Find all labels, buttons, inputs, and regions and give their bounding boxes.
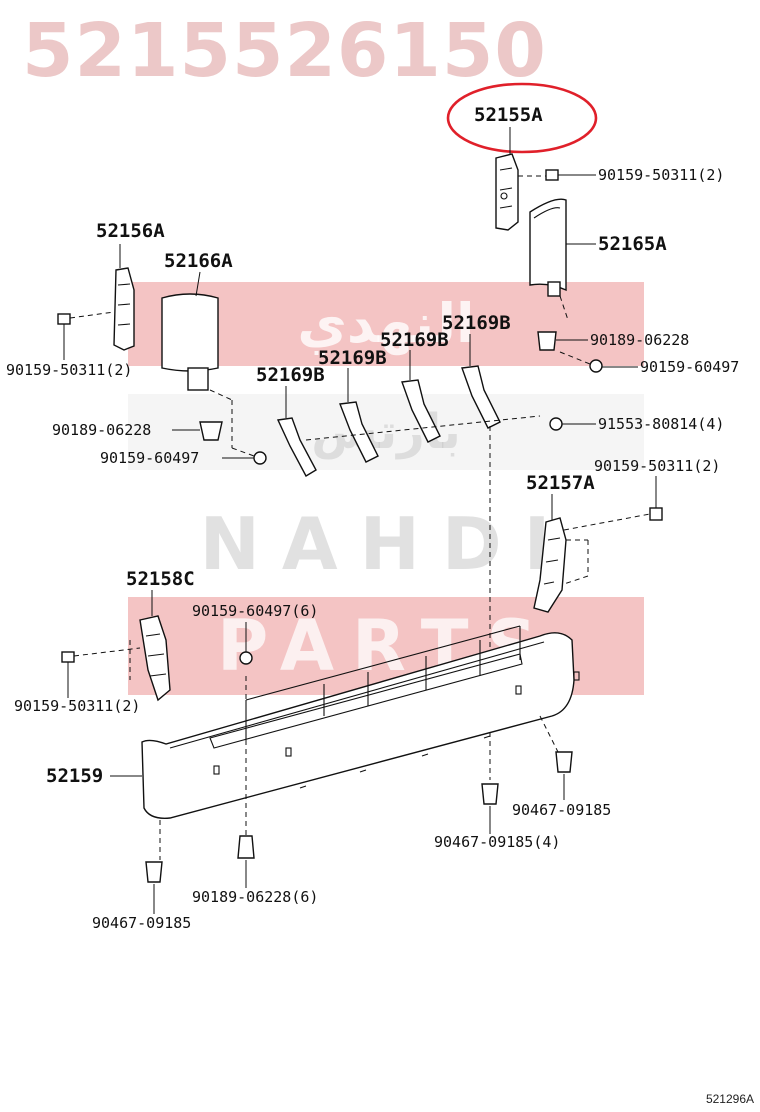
watermark-arabic-text: النهدي <box>297 292 475 355</box>
part-52169B-drawing <box>276 365 501 477</box>
bolt-icon <box>57 311 115 325</box>
highlight-ellipse <box>446 82 598 154</box>
label-52158C[interactable]: 52158C <box>126 568 195 590</box>
part-52165A-drawing <box>529 198 567 297</box>
label-52169B-a[interactable]: 52169B <box>256 364 325 386</box>
screw-icon <box>239 651 253 665</box>
label-90189-06228-right[interactable]: 90189-06228 <box>590 331 690 349</box>
watermark-brand: NAHDI <box>199 502 573 586</box>
screw-icon <box>549 417 563 431</box>
label-52155A[interactable]: 52155A <box>474 104 543 126</box>
label-52156A[interactable]: 52156A <box>96 220 165 242</box>
label-90467-09185-right[interactable]: 90467-09185 <box>512 801 612 819</box>
label-90159-60497-right[interactable]: 90159-60497 <box>640 358 740 376</box>
part-52157A-drawing <box>533 517 567 613</box>
label-52169B-c[interactable]: 52169B <box>380 329 449 351</box>
label-52169B-d[interactable]: 52169B <box>442 312 511 334</box>
clip-icon <box>481 783 499 805</box>
label-52169B-b[interactable]: 52169B <box>318 347 387 369</box>
label-90159-50311-2-right[interactable]: 90159-50311(2) <box>594 457 721 475</box>
clip-icon <box>555 751 573 773</box>
label-90159-60497-left[interactable]: 90159-60497 <box>100 449 200 467</box>
label-90159-60497-6[interactable]: 90159-60497(6) <box>192 602 319 620</box>
label-90159-50311-2-left[interactable]: 90159-50311(2) <box>6 361 133 379</box>
clip-icon <box>537 331 557 351</box>
label-90159-50311-2-top[interactable]: 90159-50311(2) <box>598 166 725 184</box>
label-52157A[interactable]: 52157A <box>526 472 595 494</box>
clip-icon <box>199 421 223 441</box>
label-90467-09185-4[interactable]: 90467-09185(4) <box>434 833 561 851</box>
clip-icon <box>237 835 255 859</box>
label-90189-06228-6[interactable]: 90189-06228(6) <box>192 888 319 906</box>
bolt-icon <box>518 169 559 181</box>
label-90159-50311-2-lower[interactable]: 90159-50311(2) <box>14 697 141 715</box>
watermark-part-number: 5215526150 <box>22 8 547 94</box>
label-52159[interactable]: 52159 <box>46 765 104 787</box>
screw-icon <box>559 351 603 373</box>
part-52158C-drawing <box>139 615 171 702</box>
part-52166A-drawing <box>161 293 219 391</box>
screw-icon <box>231 447 267 465</box>
part-52159-drawing <box>141 625 580 819</box>
part-52155A-drawing <box>495 153 519 231</box>
part-52156A-drawing <box>113 267 135 351</box>
label-90467-09185-left[interactable]: 90467-09185 <box>92 914 192 932</box>
label-90189-06228-left[interactable]: 90189-06228 <box>52 421 152 439</box>
label-91553-80814-4[interactable]: 91553-80814(4) <box>598 415 725 433</box>
clip-icon <box>145 861 163 883</box>
label-52165A[interactable]: 52165A <box>598 233 667 255</box>
label-52166A[interactable]: 52166A <box>164 250 233 272</box>
diagram-code: 521296A <box>705 1092 754 1106</box>
bolt-icon <box>563 507 663 531</box>
bolt-icon <box>61 647 141 663</box>
